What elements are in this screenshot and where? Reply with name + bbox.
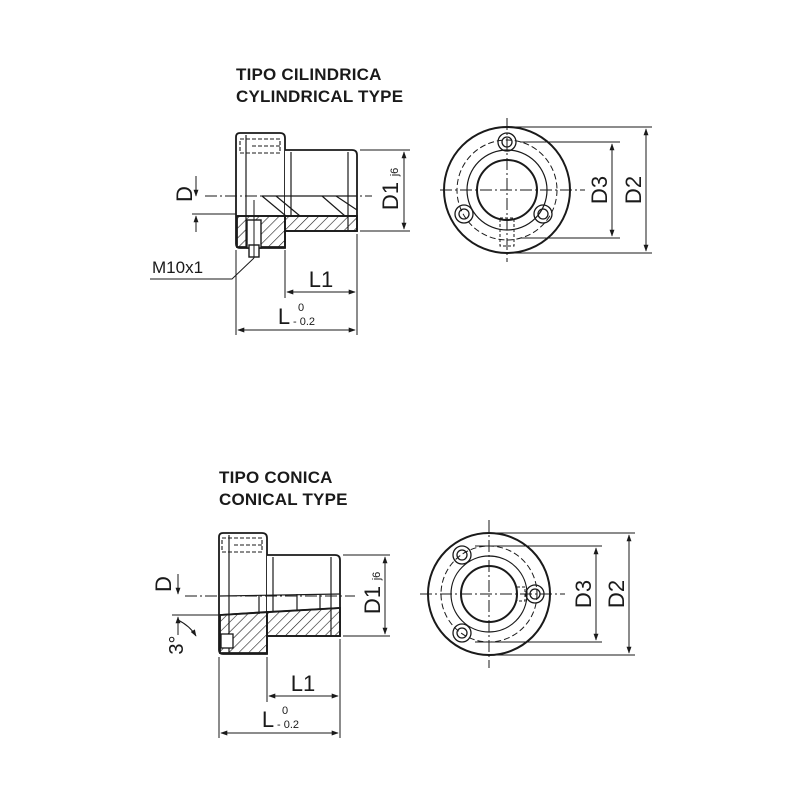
con-front-view: [420, 520, 565, 668]
cyl-title-it: TIPO CILINDRICA: [236, 65, 382, 84]
con-l1-label: L1: [291, 671, 315, 696]
con-l-tol-upper: 0: [282, 705, 288, 717]
cyl-dim-labels: D D1 j6 L1 L 0 - 0.2 M10x1: [152, 168, 403, 329]
con-d1-tol: j6: [371, 572, 383, 582]
cyl-thread-label: M10x1: [152, 258, 203, 277]
cyl-d-label: D: [172, 186, 197, 202]
con-d3-label: D3: [571, 580, 596, 608]
cyl-front-dimensions: [507, 126, 652, 254]
con-dim-labels: D 3° D1 j6 L1 L 0 - 0.2: [151, 572, 385, 732]
cyl-dimensions: [150, 149, 410, 335]
con-title-it: TIPO CONICA: [219, 468, 333, 487]
con-d2-label: D2: [604, 580, 629, 608]
cyl-d3-label: D3: [587, 176, 612, 204]
con-side-view: [218, 532, 341, 655]
con-l-tol-lower: - 0.2: [277, 719, 299, 731]
con-d1-label: D1: [360, 586, 385, 614]
cyl-d2-label: D2: [621, 176, 646, 204]
con-angle-label: 3°: [166, 635, 188, 654]
con-title-en: CONICAL TYPE: [219, 490, 348, 509]
cyl-d1-label: D1: [378, 182, 403, 210]
con-dimensions: [172, 554, 390, 738]
con-front-dimensions: [475, 532, 635, 656]
cyl-l-tol-upper: 0: [298, 302, 304, 314]
cyl-side-view: [235, 132, 358, 258]
cyl-l-label: L: [278, 304, 290, 329]
con-bolt-holes: [452, 545, 545, 643]
con-d-label: D: [151, 576, 176, 592]
cyl-l-tol-lower: - 0.2: [293, 316, 315, 328]
cyl-front-view: [440, 118, 585, 262]
cyl-title-en: CYLINDRICAL TYPE: [236, 87, 404, 106]
cyl-l1-label: L1: [309, 267, 333, 292]
con-l-label: L: [262, 707, 274, 732]
cyl-d1-tol: j6: [389, 168, 401, 178]
